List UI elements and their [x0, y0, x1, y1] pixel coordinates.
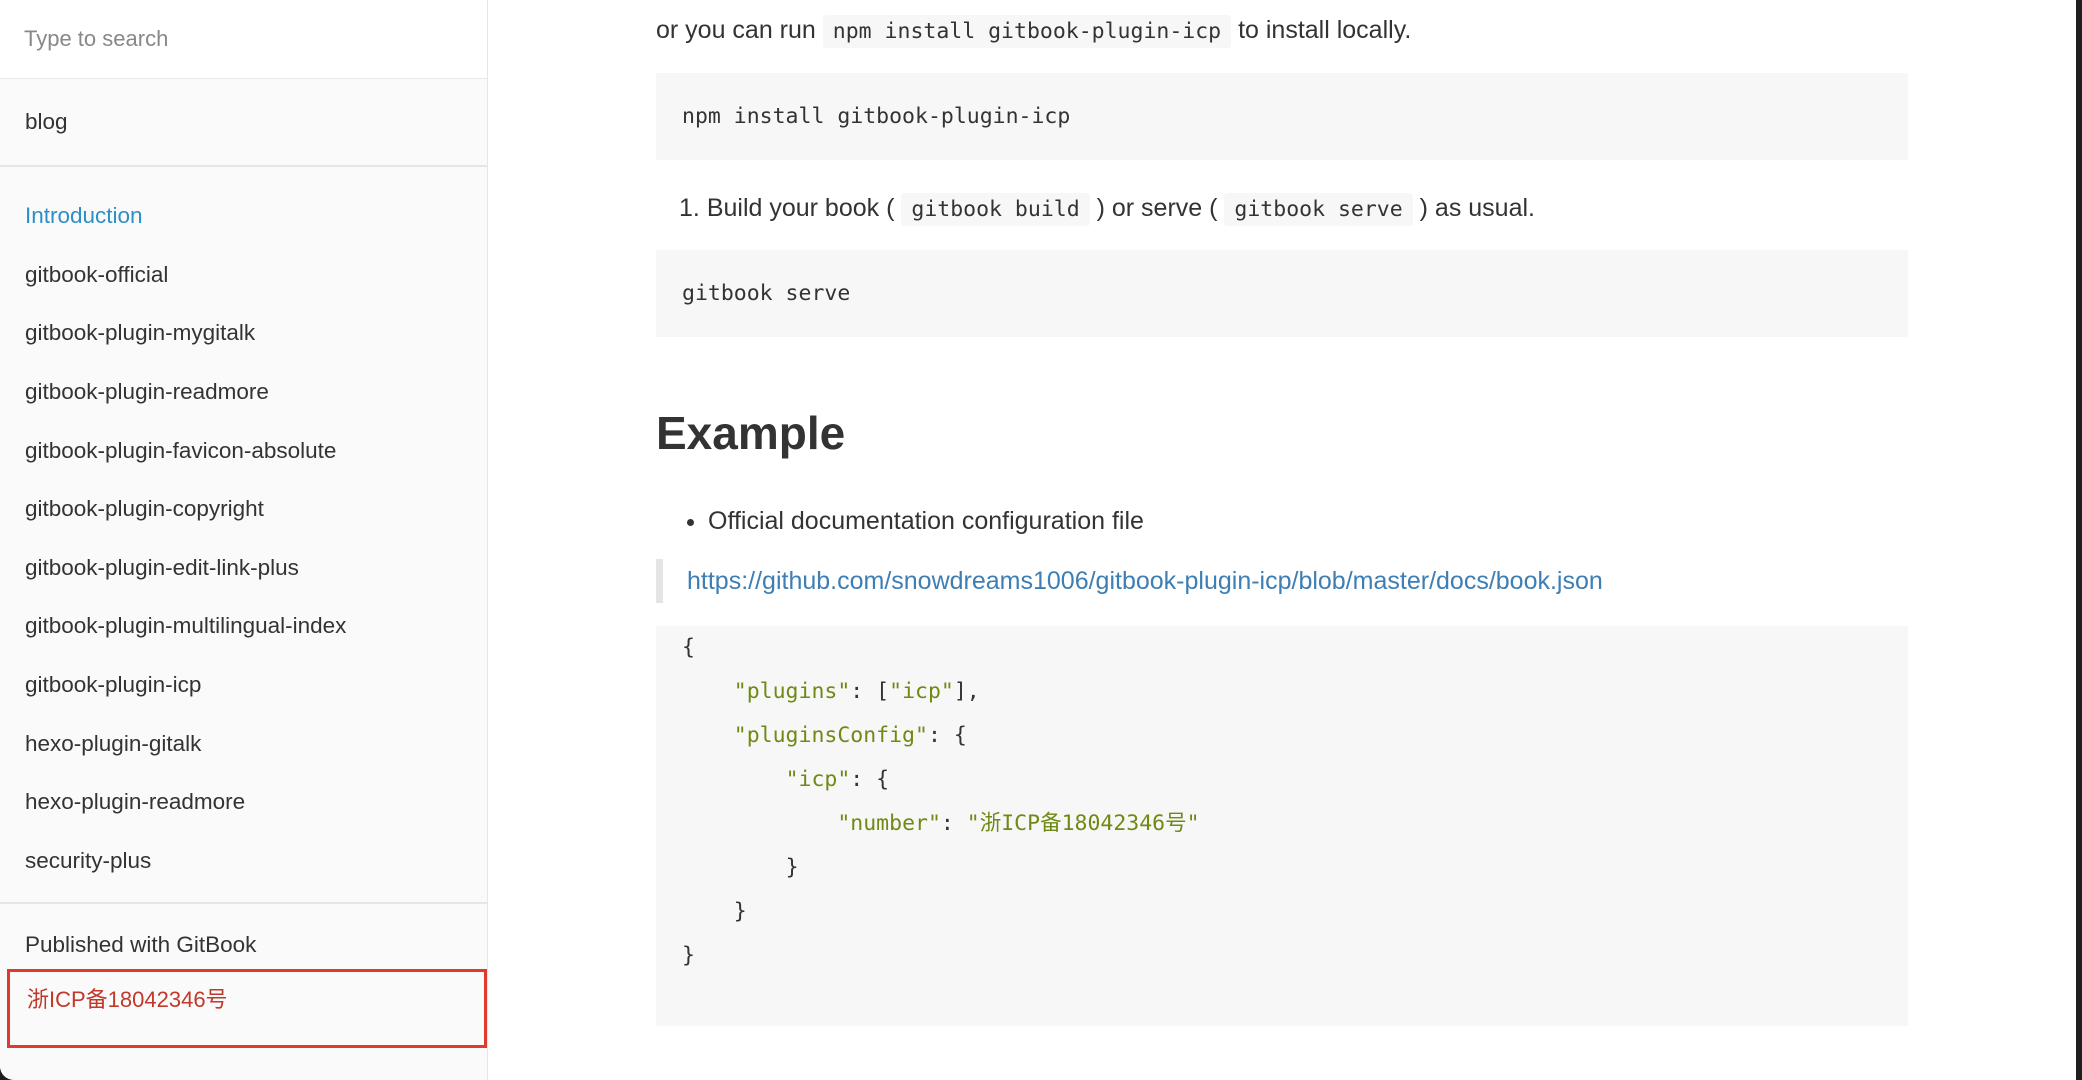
json-key: "pluginsConfig" [733, 723, 928, 748]
paragraph-text: to install locally. [1238, 16, 1412, 44]
code-brace: } [785, 855, 799, 880]
inline-code-gitbook-build: gitbook build [901, 193, 1090, 226]
code-brace: } [733, 899, 747, 924]
code-punct: : [ [850, 679, 890, 704]
sidebar-item-gitbook-plugin-multilingual-index[interactable]: gitbook-plugin-multilingual-index [25, 613, 347, 639]
step-text: Build your book ( [706, 194, 895, 222]
sidebar-item-blog[interactable]: blog [0, 79, 487, 167]
step-number: 1. [679, 194, 700, 222]
code-brace: } [682, 943, 695, 968]
published-with-gitbook-link[interactable]: Published with GitBook [25, 931, 257, 957]
chapter-list: Introduction gitbook-official gitbook-pl… [0, 167, 487, 890]
code-punct: : [940, 811, 967, 836]
json-key: "number" [837, 811, 941, 836]
json-key: "icp" [785, 767, 851, 792]
inline-code: npm install gitbook-plugin-icp [822, 15, 1232, 48]
icp-number-highlight: 浙ICP备18042346号 [7, 969, 487, 1048]
sidebar-item-gitbook-plugin-copyright[interactable]: gitbook-plugin-copyright [25, 496, 264, 522]
code-brace: { [682, 635, 695, 660]
code-punct: ], [953, 679, 980, 704]
window-edge [2076, 0, 2082, 1080]
example-heading: Example [656, 407, 846, 459]
json-string: "icp" [889, 679, 954, 704]
code-punct: : { [927, 723, 967, 748]
code-block-gitbook-serve: gitbook serve [656, 250, 1908, 337]
sidebar-item-introduction[interactable]: Introduction [25, 203, 143, 229]
sidebar-item-gitbook-plugin-edit-link-plus[interactable]: gitbook-plugin-edit-link-plus [25, 554, 299, 580]
sidebar-item-gitbook-plugin-icp[interactable]: gitbook-plugin-icp [25, 672, 202, 698]
sidebar-item-gitbook-plugin-readmore[interactable]: gitbook-plugin-readmore [25, 379, 269, 405]
search-input[interactable] [24, 26, 463, 52]
sidebar-item-gitbook-official[interactable]: gitbook-official [25, 261, 169, 287]
search-bar [0, 0, 487, 79]
code-block-npm-install: npm install gitbook-plugin-icp [656, 73, 1908, 160]
icp-number-text[interactable]: 浙ICP备18042346号 [27, 987, 228, 1012]
json-string: "浙ICP备18042346号" [966, 811, 1200, 836]
sidebar-item-gitbook-plugin-mygitalk[interactable]: gitbook-plugin-mygitalk [25, 320, 256, 346]
sidebar: blog Introduction gitbook-official gitbo… [0, 0, 488, 1080]
steps-list: 1. Build your book ( gitbook build ) or … [656, 190, 1908, 228]
code-block-book-json: { "plugins": ["icp"], "pluginsConfig": {… [656, 626, 1908, 1026]
bullet-item: Official documentation configuration fil… [708, 503, 1908, 539]
sidebar-divider [0, 902, 487, 905]
sidebar-item-security-plus[interactable]: security-plus [25, 847, 152, 873]
book-json-link[interactable]: https://github.com/snowdreams1006/gitboo… [687, 567, 1603, 595]
step-text: ) as usual. [1419, 194, 1535, 222]
sidebar-item-gitbook-plugin-favicon-absolute[interactable]: gitbook-plugin-favicon-absolute [25, 437, 337, 463]
json-key: "plugins" [733, 679, 851, 704]
blockquote: https://github.com/snowdreams1006/gitboo… [656, 559, 1908, 603]
bullet-list: Official documentation configuration fil… [656, 503, 1908, 539]
page-content: or you can run npm install gitbook-plugi… [656, 0, 1908, 1026]
step-text: ) or serve ( [1096, 194, 1218, 222]
code-punct: : { [850, 767, 890, 792]
install-locally-paragraph: or you can run npm install gitbook-plugi… [656, 12, 1908, 50]
inline-code-gitbook-serve: gitbook serve [1224, 193, 1413, 226]
step-item: 1. Build your book ( gitbook build ) or … [679, 190, 1908, 228]
sidebar-item-hexo-plugin-readmore[interactable]: hexo-plugin-readmore [25, 789, 246, 815]
sidebar-item-hexo-plugin-gitalk[interactable]: hexo-plugin-gitalk [25, 730, 202, 756]
paragraph-text: or you can run [656, 16, 816, 44]
